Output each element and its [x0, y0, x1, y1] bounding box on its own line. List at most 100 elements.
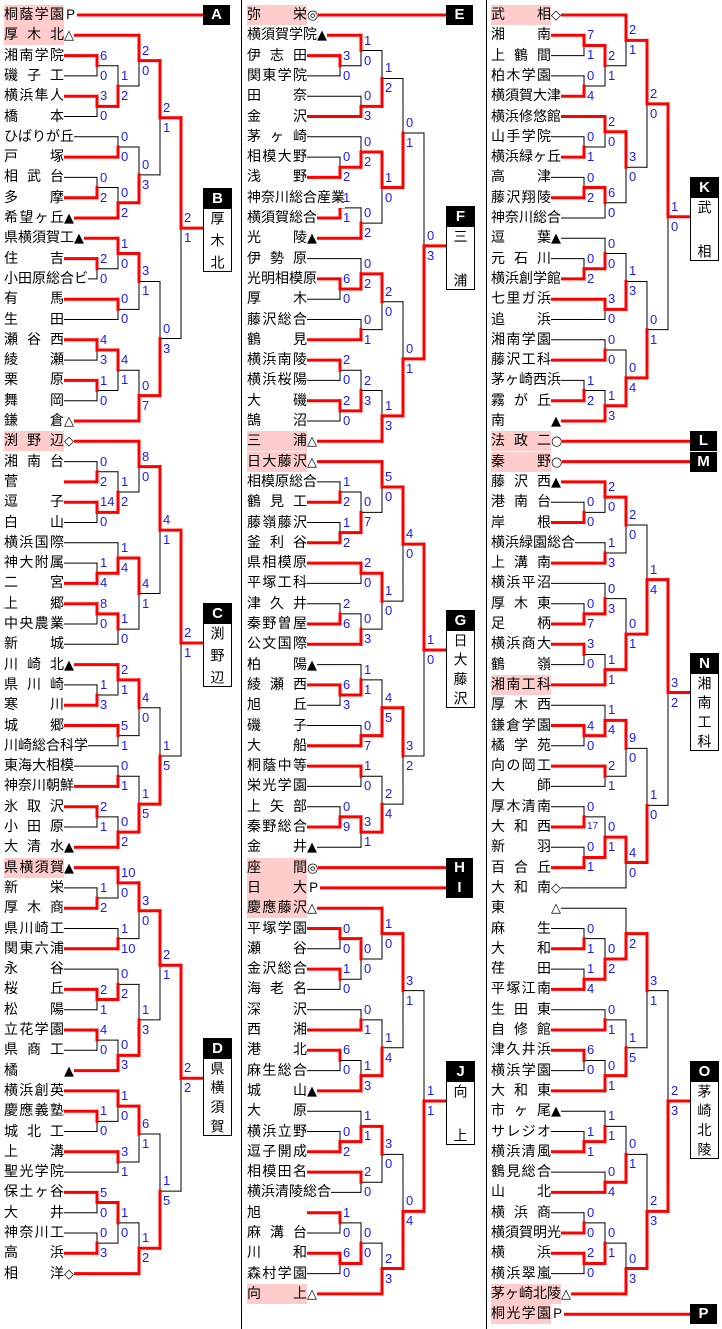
- team-entry[interactable]: 瀬谷西: [4, 329, 64, 350]
- team-entry[interactable]: 茅ヶ崎西浜: [491, 370, 561, 391]
- team-entry[interactable]: 綾瀬: [4, 350, 64, 371]
- team-entry[interactable]: 大磯: [247, 390, 307, 411]
- team-entry[interactable]: 有馬: [4, 289, 64, 310]
- team-entry[interactable]: 川和: [247, 1243, 307, 1264]
- team-entry[interactable]: 横浜立野: [247, 1121, 307, 1142]
- team-entry[interactable]: 追浜: [491, 309, 551, 330]
- team-entry[interactable]: 橘学苑: [491, 735, 551, 756]
- team-entry[interactable]: 秦野○: [491, 451, 563, 472]
- team-entry[interactable]: 神奈川総合: [491, 208, 561, 228]
- team-entry[interactable]: 岸根: [491, 512, 551, 533]
- team-entry[interactable]: 田奈: [247, 86, 307, 107]
- team-entry[interactable]: 鶴見工: [247, 492, 307, 513]
- team-entry[interactable]: 横浜桜陽: [247, 370, 307, 391]
- team-entry[interactable]: 大和: [491, 938, 551, 959]
- team-entry[interactable]: 舞岡: [4, 390, 64, 411]
- team-entry[interactable]: 厚木北△: [4, 25, 74, 46]
- team-entry[interactable]: 百合丘: [491, 857, 551, 878]
- team-entry[interactable]: 藤嶺藤沢: [247, 512, 307, 533]
- team-entry[interactable]: 新栄: [4, 877, 64, 898]
- team-entry[interactable]: 元石川: [491, 248, 551, 269]
- team-entry[interactable]: 白山: [4, 512, 64, 533]
- team-entry[interactable]: 横浜緑園総合: [491, 532, 575, 553]
- team-entry[interactable]: 鶴見: [247, 329, 307, 350]
- team-entry[interactable]: 横浜清風: [491, 1141, 551, 1162]
- team-entry[interactable]: 法政二○: [491, 431, 563, 452]
- team-entry[interactable]: 磯子工: [4, 65, 64, 86]
- team-entry[interactable]: 綾瀬西: [247, 674, 307, 695]
- team-entry[interactable]: 横浜緑ヶ丘: [491, 147, 561, 168]
- team-entry[interactable]: 浅野: [247, 167, 307, 188]
- team-entry[interactable]: 県横須賀工▲: [4, 228, 84, 249]
- team-entry[interactable]: 金井▲: [247, 837, 317, 858]
- team-entry[interactable]: 横浜平沼: [491, 573, 551, 594]
- team-entry[interactable]: 釜利谷: [247, 532, 307, 553]
- team-entry[interactable]: 柏陽▲: [247, 654, 317, 675]
- team-entry[interactable]: 横浜学園: [491, 1060, 551, 1081]
- team-entry[interactable]: 伊勢原: [247, 248, 307, 269]
- team-entry[interactable]: 小田原総合ビ: [4, 268, 88, 289]
- team-entry[interactable]: 相武台: [4, 167, 64, 188]
- team-entry[interactable]: 自修館: [491, 1020, 551, 1040]
- team-entry[interactable]: 多摩: [4, 187, 64, 208]
- team-entry[interactable]: 平塚工科: [247, 573, 307, 594]
- team-entry[interactable]: 南▲: [491, 411, 561, 431]
- team-entry[interactable]: 平塚江南: [491, 979, 551, 1000]
- team-entry[interactable]: 公文国際: [247, 634, 307, 655]
- team-entry[interactable]: 厚木東: [491, 593, 551, 614]
- team-entry[interactable]: 厚木商: [4, 898, 64, 919]
- team-entry[interactable]: 大和西: [491, 817, 551, 837]
- team-entry[interactable]: 西湘: [247, 1020, 307, 1040]
- team-entry[interactable]: 向上△: [247, 1283, 317, 1304]
- team-entry[interactable]: 保土ヶ谷: [4, 1182, 64, 1203]
- team-entry[interactable]: 新城: [4, 634, 64, 655]
- team-entry[interactable]: 栗原: [4, 370, 64, 391]
- team-entry[interactable]: 鎌倉△: [4, 411, 74, 431]
- team-entry[interactable]: 大清水▲: [4, 837, 74, 858]
- team-entry[interactable]: 麻溝台: [247, 1223, 307, 1243]
- team-entry[interactable]: 横浜創学館: [491, 268, 561, 289]
- team-entry[interactable]: 逗子開成: [247, 1141, 307, 1162]
- team-entry[interactable]: サレジオ: [491, 1121, 551, 1142]
- team-entry[interactable]: 厚木清南: [491, 796, 551, 817]
- team-entry[interactable]: 日大藤沢△: [247, 451, 317, 472]
- team-entry[interactable]: 城山▲: [247, 1080, 317, 1101]
- team-entry[interactable]: 高浜: [4, 1243, 64, 1264]
- team-entry[interactable]: 横浜商大: [491, 634, 551, 655]
- team-entry[interactable]: 小田原: [4, 817, 64, 837]
- team-entry[interactable]: 相模原総合: [247, 471, 317, 492]
- team-entry[interactable]: 大原: [247, 1101, 307, 1122]
- team-entry[interactable]: 横須賀総合: [247, 208, 317, 228]
- team-entry[interactable]: 港北: [247, 1040, 307, 1061]
- team-entry[interactable]: 横浜隼人: [4, 86, 64, 107]
- team-entry[interactable]: 横浜国際: [4, 532, 64, 553]
- team-entry[interactable]: 栄光学園: [247, 776, 307, 797]
- team-entry[interactable]: 湘南: [491, 25, 551, 46]
- team-entry[interactable]: 光陵▲: [247, 228, 317, 249]
- team-entry[interactable]: 湘南学院: [4, 45, 64, 66]
- team-entry[interactable]: 鶴嶺: [491, 654, 551, 675]
- team-entry[interactable]: 津久井: [247, 593, 307, 614]
- team-entry[interactable]: 藤沢工科: [491, 350, 551, 371]
- team-entry[interactable]: 川崎総合科学: [4, 735, 88, 756]
- team-entry[interactable]: 菅: [4, 471, 64, 492]
- team-entry[interactable]: 生田: [4, 309, 64, 330]
- team-entry[interactable]: 横浜翠嵐: [491, 1263, 551, 1284]
- team-entry[interactable]: 上溝南: [491, 553, 551, 574]
- team-entry[interactable]: 茅ヶ崎北陵△: [491, 1283, 571, 1304]
- team-entry[interactable]: 三浦△: [247, 431, 317, 452]
- team-entry[interactable]: 旭: [247, 1202, 307, 1223]
- team-entry[interactable]: 大師: [491, 776, 551, 797]
- team-entry[interactable]: 横浜清陵総合: [247, 1182, 331, 1203]
- team-entry[interactable]: 柏木学園: [491, 65, 551, 86]
- team-entry[interactable]: 慶應藤沢△: [247, 898, 317, 919]
- team-entry[interactable]: 戸塚: [4, 147, 64, 168]
- team-entry[interactable]: 永谷: [4, 959, 64, 980]
- team-entry[interactable]: 神奈川工: [4, 1223, 64, 1243]
- team-entry[interactable]: 東△: [491, 898, 561, 919]
- team-entry[interactable]: 厚木: [247, 289, 307, 310]
- team-entry[interactable]: 関東学院: [247, 65, 307, 86]
- team-entry[interactable]: 生田東: [491, 999, 551, 1020]
- team-entry[interactable]: 金沢: [247, 106, 307, 127]
- team-entry[interactable]: 上溝: [4, 1141, 64, 1162]
